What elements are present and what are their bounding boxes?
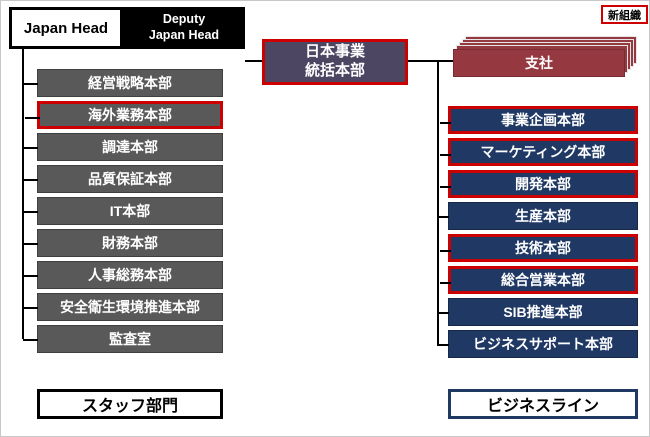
staff-item: 人事総務本部 — [23, 261, 223, 289]
hq-line1: 日本事業 — [304, 43, 365, 61]
business-item: 開発本部 — [440, 170, 638, 198]
staff-division-column: 経営戦略本部 海外業務本部 調達本部 品質保証本部 IT本部 財務本部 人事総務… — [23, 69, 223, 353]
staff-division-footer: スタッフ部門 — [37, 389, 223, 419]
business-item: 事業企画本部 — [440, 106, 638, 134]
staff-item: 海外業務本部 — [25, 101, 223, 129]
japan-head-box: Japan Head — [9, 7, 123, 49]
staff-item: 調達本部 — [23, 133, 223, 161]
staff-item: 品質保証本部 — [23, 165, 223, 193]
connector-line — [22, 49, 24, 339]
deputy-line2: Japan Head — [148, 28, 220, 42]
branch-box: 支社 — [453, 49, 625, 77]
business-item: 技術本部 — [440, 234, 638, 262]
business-item: 総合営業本部 — [440, 266, 638, 294]
staff-item: IT本部 — [23, 197, 223, 225]
deputy-japan-head-box: Deputy Japan Head — [123, 7, 245, 49]
hq-line2: 統括本部 — [304, 62, 365, 79]
business-item: ビジネスサポート本部 — [438, 330, 638, 358]
branch-stack: 支社 — [453, 36, 637, 77]
staff-item: 財務本部 — [23, 229, 223, 257]
business-item: マーケティング本部 — [440, 138, 638, 166]
connector-line — [437, 60, 439, 346]
business-line-column: 事業企画本部 マーケティング本部 開発本部 生産本部 技術本部 総合営業本部 S… — [438, 106, 638, 358]
connector-line — [408, 60, 453, 62]
staff-item: 経営戦略本部 — [23, 69, 223, 97]
business-item: SIB推進本部 — [438, 298, 638, 326]
new-org-badge: 新組織 — [601, 5, 648, 24]
business-item: 生産本部 — [438, 202, 638, 230]
staff-item: 安全衛生環境推進本部 — [23, 293, 223, 321]
connector-line — [245, 60, 262, 62]
japan-business-hq-box: 日本事業 統括本部 — [262, 39, 408, 85]
staff-item: 監査室 — [23, 325, 223, 353]
deputy-line1: Deputy — [162, 12, 206, 27]
business-line-footer: ビジネスライン — [448, 389, 638, 419]
